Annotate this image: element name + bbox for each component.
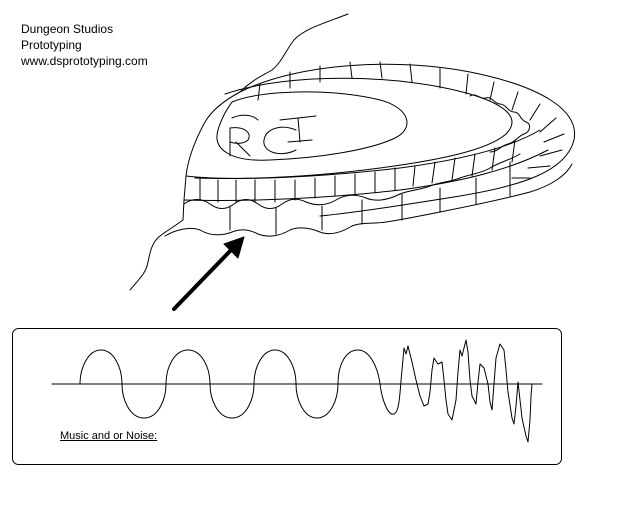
division-name: Prototyping (21, 38, 82, 52)
wall-ticks-upper (199, 139, 516, 203)
website-url: www.dsprototyping.com (21, 54, 148, 68)
surface-lettering (229, 114, 317, 157)
wall-top (185, 129, 541, 179)
wall-ticks-lower (229, 161, 511, 235)
wall-left (182, 91, 241, 221)
lower-bead (183, 153, 521, 209)
inner-surface (216, 91, 408, 161)
waveform-frame (12, 328, 562, 465)
sine-wave (79, 349, 339, 419)
middle-ring (194, 77, 513, 179)
wall-bottom (183, 149, 549, 201)
waveform-panel (12, 328, 562, 465)
company-name: Dungeon Studios (21, 22, 114, 36)
left-drape (129, 219, 184, 291)
rim-bumps (469, 94, 531, 153)
waveform-caption: Music and or Noise: (60, 430, 158, 442)
rim-spokes (257, 61, 565, 179)
noise-wave (401, 339, 533, 443)
base-edge (164, 163, 573, 237)
transition-wave (337, 349, 403, 415)
pointer-arrow (172, 236, 245, 311)
header-block: Dungeon Studios Prototyping www.dsprotot… (21, 21, 148, 69)
outer-rim (239, 63, 576, 217)
cable-line (239, 13, 349, 93)
arena-sketch (129, 13, 576, 291)
